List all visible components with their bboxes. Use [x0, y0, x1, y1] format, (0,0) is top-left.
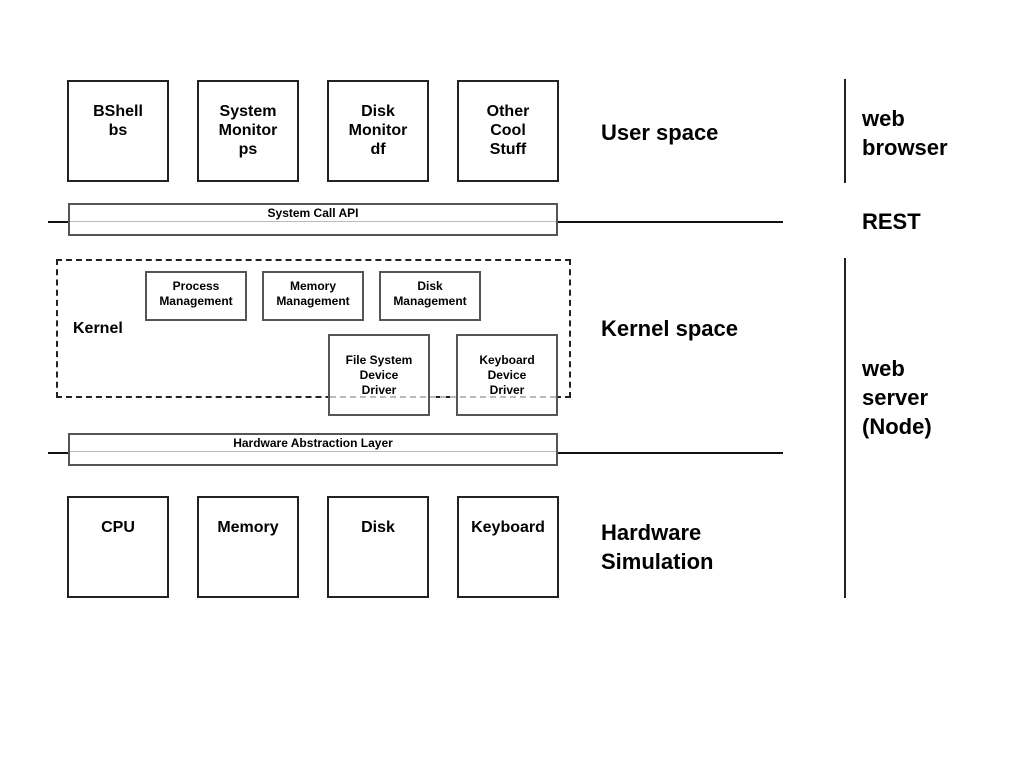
hardware-box-keyboard: Keyboard [457, 496, 559, 598]
process-management-box: Process Management [145, 271, 247, 321]
box-line: Driver [489, 383, 525, 397]
label-line: web [862, 106, 905, 131]
hardware-box-disk: Disk [327, 496, 429, 598]
kernel-label: Kernel [73, 320, 123, 337]
kernel-space-label: Kernel space [601, 316, 738, 341]
box-line: Device [359, 368, 399, 382]
user-box-other-cool-stuff: Other Cool Stuff [457, 80, 559, 182]
web-server-label: web server (Node) [862, 354, 932, 441]
file-system-driver-box: File System Device Driver [328, 334, 430, 416]
system-call-api-band: System Call API [68, 203, 558, 236]
memory-management-box: Memory Management [262, 271, 364, 321]
box-line: Other [486, 103, 530, 120]
label-line: browser [862, 135, 948, 160]
system-call-api-label: System Call API [267, 206, 359, 220]
box-line: Memory [217, 519, 279, 536]
label-line: server [862, 385, 929, 410]
web-browser-divider [844, 79, 846, 183]
box-line: Keyboard [479, 353, 535, 367]
box-line: Stuff [489, 141, 527, 158]
box-line: Monitor [218, 122, 278, 139]
keyboard-driver-box: Keyboard Device Driver [456, 334, 558, 416]
box-line: Process [172, 279, 220, 293]
box-line: bs [108, 122, 128, 139]
box-line: df [370, 141, 386, 158]
user-box-system-monitor: System Monitor ps [197, 80, 299, 182]
box-line: Disk [361, 103, 395, 120]
band-divider [70, 221, 556, 222]
kernel-region [56, 259, 571, 398]
hardware-simulation-label: Hardware Simulation [601, 518, 713, 576]
box-line: Keyboard [471, 519, 545, 536]
hal-label: Hardware Abstraction Layer [233, 436, 393, 450]
box-line: Monitor [348, 122, 408, 139]
web-server-divider [844, 258, 846, 598]
box-line: Disk [417, 279, 443, 293]
box-line: Cool [490, 122, 526, 139]
band-divider [70, 451, 556, 452]
box-line: Management [159, 294, 233, 308]
box-line: File System [345, 353, 413, 367]
box-line: Memory [289, 279, 336, 293]
box-line: Management [393, 294, 467, 308]
box-line: CPU [101, 519, 135, 536]
hardware-abstraction-layer-band: Hardware Abstraction Layer [68, 433, 558, 466]
kernel-boundary-overlap [330, 396, 556, 398]
label-line: (Node) [862, 414, 932, 439]
hardware-box-memory: Memory [197, 496, 299, 598]
box-line: Disk [361, 519, 395, 536]
label-line: web [862, 356, 905, 381]
user-space-label: User space [601, 120, 719, 145]
box-line: BShell [93, 103, 143, 120]
box-line: System [219, 103, 277, 120]
label-line: Hardware [601, 520, 702, 545]
rest-label: REST [862, 209, 921, 234]
label-line: Simulation [601, 549, 714, 574]
box-line: Driver [361, 383, 397, 397]
box-line: ps [238, 141, 258, 158]
user-box-bshell: BShell bs [67, 80, 169, 182]
hardware-box-cpu: CPU [67, 496, 169, 598]
web-browser-label: web browser [862, 104, 948, 162]
box-line: Device [487, 368, 527, 382]
box-line: Management [276, 294, 350, 308]
disk-management-box: Disk Management [379, 271, 481, 321]
user-box-disk-monitor: Disk Monitor df [327, 80, 429, 182]
